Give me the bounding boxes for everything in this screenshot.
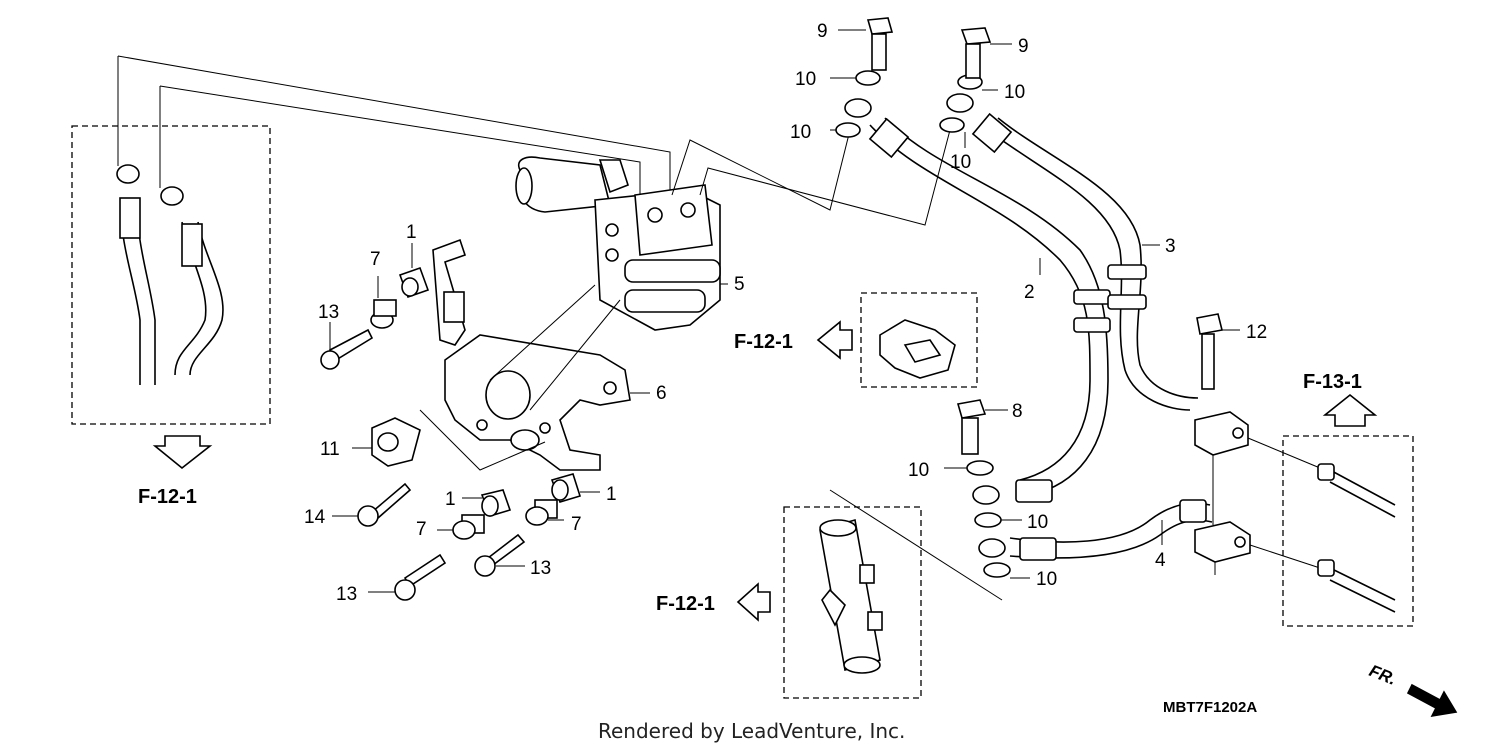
ref-label-left: F-12-1 xyxy=(138,486,197,508)
lower-inset-box xyxy=(783,506,922,699)
callout-10-top-left-upper: 10 xyxy=(795,69,816,90)
grommet-clip xyxy=(879,319,956,379)
bolt-8 xyxy=(956,399,1002,528)
callout-12: 12 xyxy=(1246,322,1267,343)
callout-1-upper: 1 xyxy=(406,222,417,243)
callout-10-top-right-upper: 10 xyxy=(1004,82,1025,103)
callout-7-lower-left: 7 xyxy=(416,519,427,540)
callout-13-lower-right: 13 xyxy=(530,558,551,579)
callout-10-mid-upper: 10 xyxy=(908,460,929,481)
ref-label-lower: F-12-1 xyxy=(656,593,715,615)
callout-10-top-left-lower: 10 xyxy=(790,122,811,143)
left-hose-inset xyxy=(71,55,671,425)
grommet-lower-right xyxy=(550,473,582,503)
footer-credit: Rendered by LeadVenture, Inc. xyxy=(598,719,905,743)
right-pipe-ends xyxy=(1317,463,1396,613)
front-marker-label: FR. xyxy=(1367,661,1400,689)
ref-arrow-down xyxy=(152,435,213,470)
grommet-lower-left xyxy=(480,489,512,517)
callout-14: 14 xyxy=(304,507,326,528)
callout-10-bottom: 10 xyxy=(1036,569,1057,590)
bolt-13-lower-left xyxy=(394,553,447,601)
bolt-14 xyxy=(357,482,412,527)
callout-2: 2 xyxy=(1024,282,1035,303)
joint-blocks xyxy=(1194,411,1251,575)
hose-3 xyxy=(971,112,1199,411)
grommet-upper xyxy=(398,266,430,299)
bolt-12 xyxy=(1196,313,1223,390)
collar-lower-left xyxy=(452,514,485,540)
callout-3: 3 xyxy=(1165,236,1176,257)
right-inset-box xyxy=(1282,435,1414,627)
bolt-13-upper xyxy=(320,328,374,370)
callout-9-right: 9 xyxy=(1018,36,1029,57)
diagram-code: MBT7F1202A xyxy=(1163,699,1257,716)
hose-2 xyxy=(868,117,1111,496)
ref-arrow-up xyxy=(1322,393,1378,427)
modulator-assembly xyxy=(515,156,721,331)
callout-1-lower-right: 1 xyxy=(606,484,617,505)
master-cylinder xyxy=(819,518,883,674)
ref-label-center: F-12-1 xyxy=(734,331,793,353)
callout-10-mid-lower: 10 xyxy=(1027,512,1048,533)
bracket xyxy=(432,238,631,471)
front-arrow-icon xyxy=(1406,683,1458,718)
ref-arrow-left-lower xyxy=(736,582,771,622)
center-inset-box xyxy=(860,292,978,388)
hose-4 xyxy=(978,479,1213,578)
callout-8: 8 xyxy=(1012,401,1023,422)
bolt-13-lower-right xyxy=(474,533,526,577)
ref-label-right: F-13-1 xyxy=(1303,371,1362,393)
callout-13-lower-left: 13 xyxy=(336,584,357,605)
callout-5: 5 xyxy=(734,274,745,295)
callout-9-left: 9 xyxy=(817,21,828,42)
callout-1-lower-left: 1 xyxy=(445,489,456,510)
callout-10-top-right-lower: 10 xyxy=(950,152,971,173)
callout-4: 4 xyxy=(1155,550,1166,571)
callout-7-lower-right: 7 xyxy=(571,514,582,535)
callout-11: 11 xyxy=(320,439,340,460)
banjo-left-top xyxy=(835,17,894,138)
banjo-right-top xyxy=(939,27,992,133)
collar-lower-right xyxy=(525,499,558,526)
callout-6: 6 xyxy=(656,383,667,404)
callout-7-upper: 7 xyxy=(370,249,381,270)
clamp-11 xyxy=(371,417,421,467)
callout-13-upper: 13 xyxy=(318,302,339,323)
ref-arrow-left-center xyxy=(816,320,853,360)
collar-upper xyxy=(370,299,397,329)
